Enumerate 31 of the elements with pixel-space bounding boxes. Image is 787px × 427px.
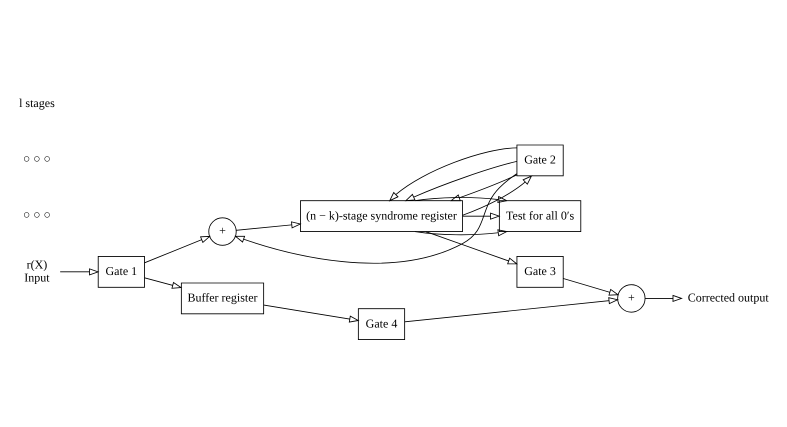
- arrow: [562, 278, 620, 296]
- node-box: Test for all 0′s: [498, 200, 582, 232]
- arrow: [144, 235, 211, 263]
- node-box: Gate 2: [516, 144, 564, 176]
- arrow: [450, 174, 518, 201]
- node-text: Corrected output: [688, 290, 769, 304]
- node-box: (n − k)-stage syndrome register: [300, 200, 463, 232]
- node-box: Buffer register: [180, 282, 264, 314]
- arrow: [414, 228, 508, 236]
- arrow: [645, 294, 683, 302]
- arrow: [462, 174, 532, 216]
- label: ○ ○ ○: [23, 206, 51, 221]
- node-text: r(X) Input: [24, 257, 50, 284]
- arrow: [388, 146, 518, 202]
- arrow: [404, 160, 518, 201]
- arrow: [404, 296, 619, 322]
- arrow: [426, 230, 518, 264]
- label: l stages: [19, 96, 55, 110]
- arrow: [144, 276, 182, 288]
- arrow: [462, 212, 500, 220]
- arrow: [236, 220, 302, 230]
- arrow: [234, 172, 517, 263]
- node-box: Gate 3: [516, 256, 564, 288]
- node-box: Gate 4: [358, 308, 406, 340]
- label: ○ ○ ○: [23, 151, 51, 166]
- arrow: [60, 268, 100, 275]
- arrow: [263, 304, 360, 322]
- arrow: [414, 195, 508, 203]
- node-circle: +: [617, 284, 646, 312]
- node-circle: +: [208, 216, 237, 246]
- node-box: Gate 1: [98, 256, 145, 288]
